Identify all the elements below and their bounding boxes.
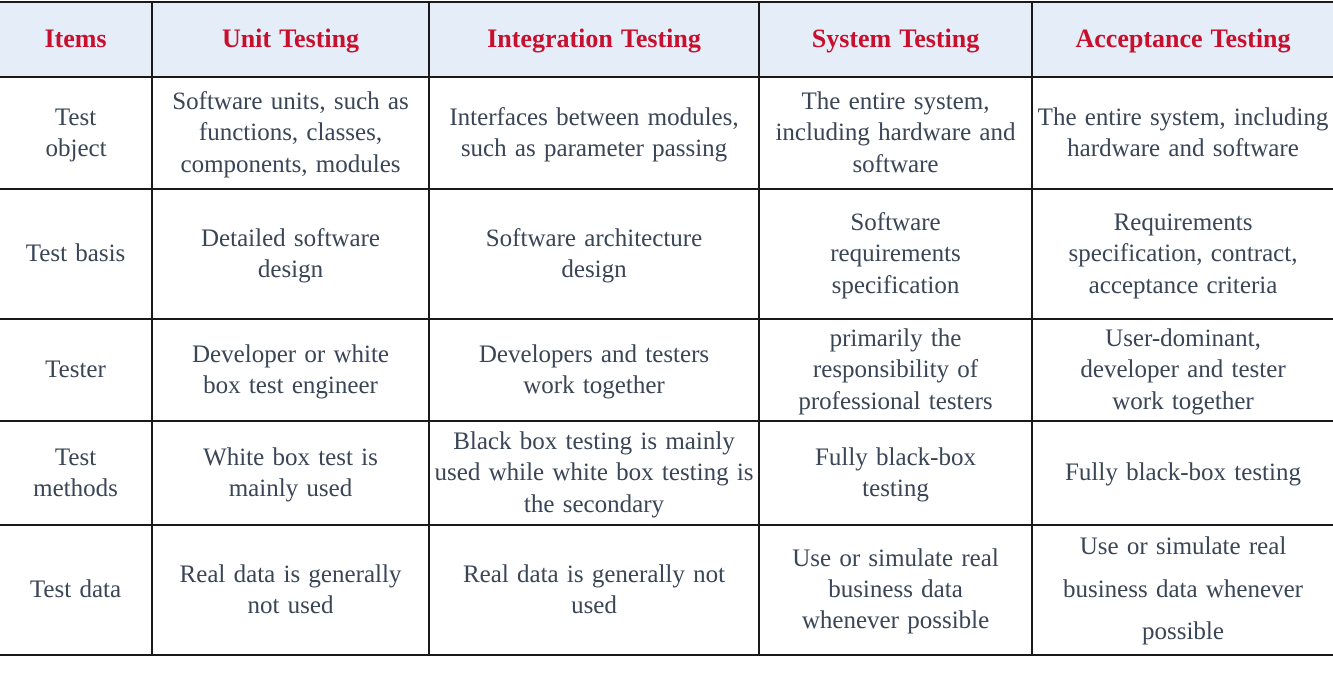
header-row: Items Unit Testing Integration Testing S… xyxy=(0,1,1333,78)
cell-system-test-object: The entire system, including hardware an… xyxy=(758,76,1033,190)
cell-integration-test-methods: Black box testing is mainly used while w… xyxy=(428,420,760,526)
cell-system-tester: primarily the responsibility of professi… xyxy=(758,318,1033,422)
cell-acceptance-test-basis: Requirements specification, contract, ac… xyxy=(1031,188,1333,320)
row-label-test-methods: Test methods xyxy=(0,420,153,526)
table-row-tester: Tester Developer or white box test engin… xyxy=(0,318,1333,422)
header-items: Items xyxy=(0,1,153,78)
comparison-table: Items Unit Testing Integration Testing S… xyxy=(0,1,1333,656)
row-label-test-data: Test data xyxy=(0,524,153,656)
row-label-tester: Tester xyxy=(0,318,153,422)
cell-integration-test-basis: Software architecture design xyxy=(428,188,760,320)
cell-acceptance-test-object: The entire system, including hardware an… xyxy=(1031,76,1333,190)
row-label-test-basis: Test basis xyxy=(0,188,153,320)
cell-system-test-data: Use or simulate real business data whene… xyxy=(758,524,1033,656)
cell-acceptance-tester: User-dominant, developer and tester work… xyxy=(1031,318,1333,422)
cell-integration-test-data: Real data is generally not used xyxy=(428,524,760,656)
cell-system-test-basis: Software requirements specification xyxy=(758,188,1033,320)
table-row-test-object: Test object Software units, such as func… xyxy=(0,76,1333,190)
cell-unit-tester: Developer or white box test engineer xyxy=(151,318,430,422)
cell-unit-test-data: Real data is generally not used xyxy=(151,524,430,656)
table-row-test-methods: Test methods White box test is mainly us… xyxy=(0,420,1333,526)
table-row-test-basis: Test basis Detailed software design Soft… xyxy=(0,188,1333,320)
header-acceptance-testing: Acceptance Testing xyxy=(1031,1,1333,78)
cell-unit-test-basis: Detailed software design xyxy=(151,188,430,320)
cell-acceptance-test-data: Use or simulate real business data whene… xyxy=(1031,524,1333,656)
header-system-testing: System Testing xyxy=(758,1,1033,78)
header-unit-testing: Unit Testing xyxy=(151,1,430,78)
cell-unit-test-object: Software units, such as functions, class… xyxy=(151,76,430,190)
cell-acceptance-test-methods: Fully black-box testing xyxy=(1031,420,1333,526)
cell-integration-tester: Developers and testers work together xyxy=(428,318,760,422)
cell-system-test-methods: Fully black-box testing xyxy=(758,420,1033,526)
row-label-test-object: Test object xyxy=(0,76,153,190)
cell-unit-test-methods: White box test is mainly used xyxy=(151,420,430,526)
header-integration-testing: Integration Testing xyxy=(428,1,760,78)
table-row-test-data: Test data Real data is generally not use… xyxy=(0,524,1333,656)
cell-integration-test-object: Interfaces between modules, such as para… xyxy=(428,76,760,190)
